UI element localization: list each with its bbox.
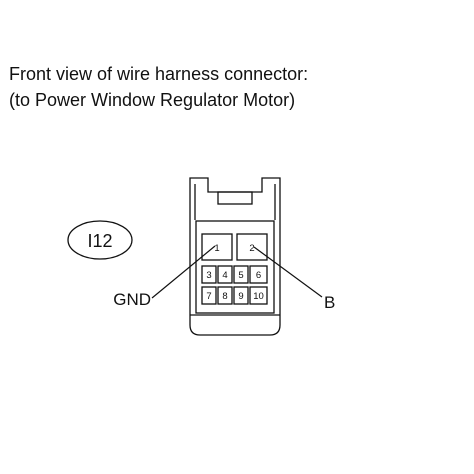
pin-label-4: 4 xyxy=(222,270,227,281)
pin-label-6: 6 xyxy=(256,270,261,281)
pin-label-3: 3 xyxy=(206,270,211,281)
pin-label-10: 10 xyxy=(253,291,264,302)
b-leader-line xyxy=(253,246,323,298)
pin-label-2: 2 xyxy=(249,243,254,254)
connector-code-label: I12 xyxy=(87,231,112,251)
pin-cell-2 xyxy=(236,233,268,261)
pin-label-1: 1 xyxy=(214,243,219,254)
gnd-label: GND xyxy=(113,290,151,309)
pin-cell-1 xyxy=(201,233,233,261)
gnd-leader-line xyxy=(151,245,216,299)
b-label: B xyxy=(324,293,335,312)
pin-label-7: 7 xyxy=(206,291,211,302)
connector-body xyxy=(189,177,281,336)
connector-code-oval xyxy=(67,220,133,260)
diagram-title-line-2: (to Power Window Regulator Motor) xyxy=(9,90,296,110)
pin-label-9: 9 xyxy=(238,291,243,302)
pin-label-8: 8 xyxy=(222,291,227,302)
diagram-title-line-1: Front view of wire harness connector: xyxy=(9,64,309,84)
pin-label-5: 5 xyxy=(238,270,243,281)
